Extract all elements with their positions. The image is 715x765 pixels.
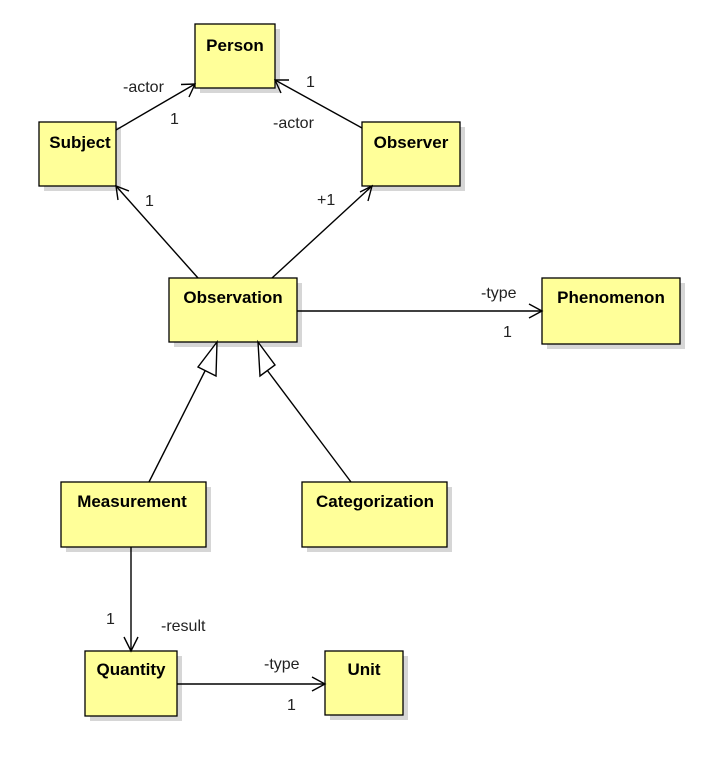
class-name-observation: Observation: [183, 288, 282, 307]
class-phenomenon[interactable]: Phenomenon: [541, 277, 685, 349]
association-measurement-quantity[interactable]: -result 1: [106, 547, 206, 653]
multiplicity-label: 1: [170, 111, 179, 128]
association-observation-observer[interactable]: +1: [271, 184, 374, 279]
multiplicity-label: 1: [106, 611, 115, 628]
class-categorization[interactable]: Categorization: [301, 481, 452, 552]
role-label: -type: [481, 285, 517, 302]
class-name-categorization: Categorization: [316, 492, 434, 511]
association-quantity-unit[interactable]: -type 1: [177, 656, 327, 714]
class-name-subject: Subject: [49, 133, 111, 152]
open-arrowhead: [115, 184, 130, 201]
association-observation-subject[interactable]: 1: [115, 184, 199, 279]
class-name-quantity: Quantity: [97, 660, 166, 679]
class-measurement[interactable]: Measurement: [60, 481, 211, 552]
class-box: [324, 650, 404, 716]
class-box: [194, 23, 276, 89]
generalization-measurement-observation[interactable]: [148, 339, 218, 483]
association-line: [115, 83, 196, 131]
association-observation-phenomenon[interactable]: -type 1: [297, 285, 544, 341]
multiplicity-label: 1: [145, 193, 154, 210]
open-arrowhead: [273, 79, 289, 94]
class-unit[interactable]: Unit: [324, 650, 408, 720]
generalization-categorization-observation[interactable]: [257, 339, 352, 483]
class-person[interactable]: Person: [194, 23, 280, 93]
class-box: [361, 121, 461, 187]
class-box: [168, 277, 298, 343]
role-label: -actor: [123, 79, 165, 96]
class-box: [38, 121, 117, 187]
generalization-line: [266, 369, 352, 483]
open-arrowhead: [311, 676, 327, 692]
multiplicity-label: +1: [317, 192, 335, 209]
association-line: [115, 185, 199, 279]
class-quantity[interactable]: Quantity: [84, 650, 182, 721]
role-label: -result: [161, 618, 206, 635]
association-line: [271, 185, 373, 279]
open-arrowhead: [123, 636, 139, 653]
role-label: -type: [264, 656, 300, 673]
class-subject[interactable]: Subject: [38, 121, 121, 191]
multiplicity-label: 1: [287, 697, 296, 714]
class-box: [60, 481, 207, 548]
class-box: [541, 277, 681, 345]
association-observer-person[interactable]: -actor 1: [273, 74, 363, 132]
association-subject-person[interactable]: -actor 1: [115, 79, 197, 131]
role-label: -actor: [273, 115, 315, 132]
open-arrowhead: [359, 184, 374, 202]
class-name-unit: Unit: [347, 660, 380, 679]
inheritance-triangle-icon: [257, 339, 276, 378]
multiplicity-label: 1: [306, 74, 315, 91]
class-name-measurement: Measurement: [77, 492, 187, 511]
inheritance-triangle-icon: [196, 339, 218, 378]
generalization-line: [148, 366, 208, 483]
multiplicity-label: 1: [503, 324, 512, 341]
class-name-observer: Observer: [374, 133, 449, 152]
class-observation[interactable]: Observation: [168, 277, 302, 347]
open-arrowhead: [180, 83, 197, 98]
class-box: [301, 481, 448, 548]
association-line: [274, 79, 363, 129]
class-observer[interactable]: Observer: [361, 121, 465, 191]
open-arrowhead: [528, 303, 544, 319]
class-name-phenomenon: Phenomenon: [557, 288, 665, 307]
class-name-person: Person: [206, 36, 264, 55]
